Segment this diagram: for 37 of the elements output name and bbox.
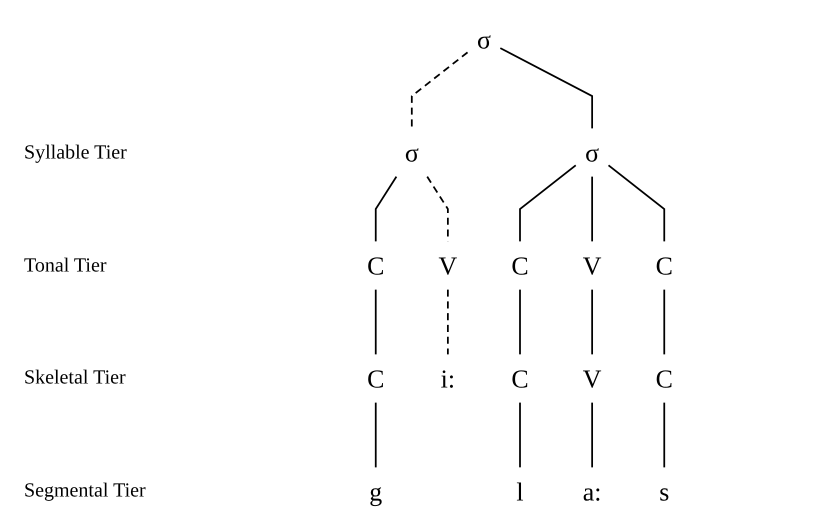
node-text: V bbox=[438, 250, 458, 280]
connector bbox=[591, 176, 594, 242]
connector bbox=[426, 176, 449, 242]
node-text: g bbox=[369, 476, 382, 506]
node-text: s bbox=[659, 476, 670, 506]
node-text: V bbox=[582, 364, 602, 394]
connector bbox=[446, 290, 449, 354]
connector bbox=[374, 402, 377, 468]
node-text: σ bbox=[585, 138, 600, 168]
node-text: C bbox=[511, 364, 529, 394]
connector bbox=[591, 290, 594, 354]
tier-label: Tonal Tier bbox=[24, 254, 106, 277]
tier-label: Syllable Tier bbox=[24, 141, 127, 164]
connector bbox=[519, 290, 521, 354]
node-text: i: bbox=[440, 364, 456, 394]
connector bbox=[663, 402, 666, 468]
connector bbox=[663, 290, 666, 354]
connector bbox=[608, 164, 666, 242]
node-text: C bbox=[656, 250, 673, 280]
node-text: C bbox=[511, 250, 529, 280]
node-text: C bbox=[367, 250, 384, 280]
connector bbox=[519, 164, 576, 242]
node-text: C bbox=[656, 364, 673, 394]
node-text: σ bbox=[476, 24, 491, 54]
node-text: V bbox=[582, 250, 602, 280]
connector bbox=[410, 52, 468, 128]
node-text: C bbox=[367, 364, 384, 394]
node-text: l bbox=[516, 476, 524, 506]
tier-label: Segmental Tier bbox=[24, 480, 146, 503]
connector bbox=[591, 402, 594, 468]
connector bbox=[519, 402, 521, 468]
connector bbox=[374, 290, 377, 354]
connector bbox=[500, 47, 594, 128]
connector bbox=[374, 176, 398, 242]
node-text: a: bbox=[582, 476, 602, 506]
node-text: σ bbox=[404, 138, 419, 168]
tier-label: Skeletal Tier bbox=[24, 366, 126, 390]
